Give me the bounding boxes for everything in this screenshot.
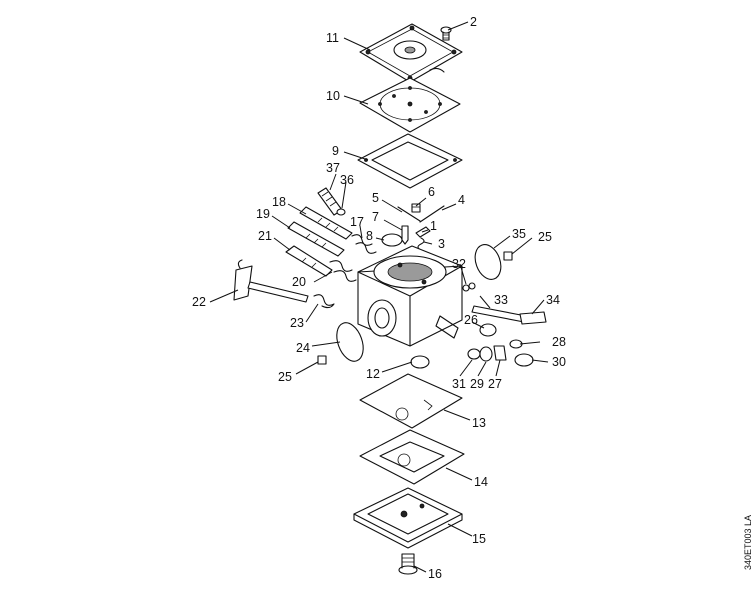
label-part-8: 8 [366, 229, 373, 243]
part-20-spring [329, 260, 357, 282]
label-part-25-bottom: 25 [278, 370, 292, 384]
label-part-7: 7 [372, 210, 379, 224]
part-27-lever [493, 345, 507, 361]
label-part-21: 21 [258, 229, 272, 243]
label-part-15: 15 [472, 532, 486, 546]
part-14-diaphragm [359, 429, 465, 485]
part-26-washer [479, 323, 497, 337]
label-part-9: 9 [332, 144, 339, 158]
label-part-31: 31 [452, 377, 466, 391]
label-part-5: 5 [372, 191, 379, 205]
part-8-cap [381, 233, 403, 247]
label-part-22: 22 [192, 295, 206, 309]
part-2-screw [440, 26, 452, 41]
label-part-11: 11 [326, 31, 339, 45]
label-part-13: 13 [472, 416, 486, 430]
part-31-washer [467, 348, 481, 360]
part-24-choke-plate [336, 322, 364, 362]
part-5-lever [397, 206, 421, 222]
label-part-29: 29 [470, 377, 484, 391]
part-19-screw [287, 221, 345, 257]
part-25-screw-bottom [317, 355, 327, 365]
part-30-nut [514, 353, 534, 367]
label-part-27: 27 [488, 377, 502, 391]
part-35-throttle-plate [474, 244, 502, 280]
part-10-diaphragm [359, 77, 461, 133]
part-15-pump-cover [353, 487, 463, 549]
label-part-20: 20 [292, 275, 306, 289]
part-11-cover [359, 23, 463, 83]
part-12-screen [410, 355, 430, 369]
label-part-17: 17 [350, 215, 364, 229]
label-part-1: 1 [430, 219, 437, 233]
label-part-24: 24 [296, 341, 310, 355]
part-22-shaft [233, 259, 309, 303]
label-part-25-top: 25 [538, 230, 552, 244]
part-9-gasket [357, 133, 463, 189]
label-part-28: 28 [552, 335, 566, 349]
drawing-code: 340ET003 LA [743, 515, 753, 570]
part-17-spring [351, 234, 377, 254]
carburetor-body [357, 245, 463, 347]
part-36-spring [336, 208, 346, 216]
part-16-screw [398, 553, 418, 575]
part-25-screw-top [503, 251, 513, 261]
label-part-37: 37 [326, 161, 340, 175]
label-part-18: 18 [272, 195, 286, 209]
label-part-34: 34 [546, 293, 560, 307]
label-part-35: 35 [512, 227, 526, 241]
label-part-33: 33 [494, 293, 508, 307]
label-part-16: 16 [428, 567, 442, 581]
part-13-gasket [359, 373, 463, 429]
part-18-screw [299, 206, 353, 240]
label-part-14: 14 [474, 475, 488, 489]
part-7-needle [401, 225, 409, 245]
label-part-26: 26 [464, 313, 478, 327]
label-part-23: 23 [290, 316, 304, 330]
label-part-6: 6 [428, 185, 435, 199]
label-part-4: 4 [458, 193, 465, 207]
part-33-shaft [471, 305, 527, 323]
label-part-12: 12 [366, 367, 380, 381]
part-32-clip [462, 282, 476, 292]
label-part-30: 30 [552, 355, 566, 369]
label-part-10: 10 [326, 89, 340, 103]
leader-lines [209, 21, 549, 573]
part-labels: 11 2 10 9 37 36 5 6 4 18 7 1 19 17 8 3 3… [192, 15, 566, 581]
part-4-pin [419, 205, 445, 223]
part-23-spring [313, 294, 335, 309]
part-21-screw [285, 245, 333, 277]
label-part-3: 3 [438, 237, 445, 251]
part-6-screw [411, 203, 421, 213]
label-part-19: 19 [256, 207, 270, 221]
label-part-36: 36 [340, 173, 354, 187]
label-part-2: 2 [470, 15, 477, 29]
part-34-lever [519, 311, 547, 325]
part-29-washer [479, 346, 493, 362]
label-part-32: 32 [452, 257, 466, 271]
